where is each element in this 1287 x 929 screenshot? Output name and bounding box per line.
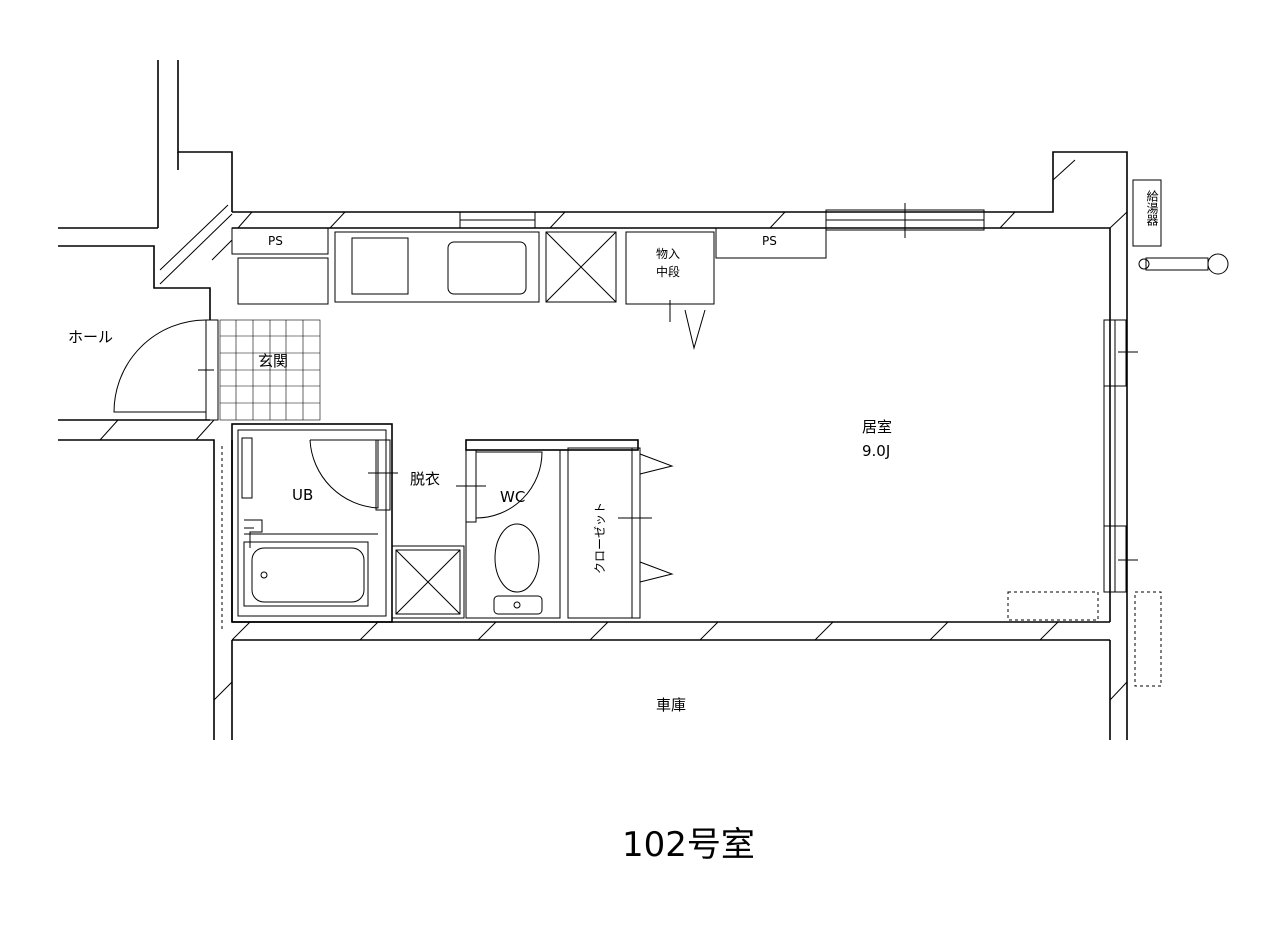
storage-top-label: 物入 [656,247,680,261]
ps-left-label: PS [268,234,283,248]
water-heater-label: 給湯器 [1145,190,1159,227]
living-name-label: 居室 [862,418,892,436]
closet-label: クローゼット [593,502,607,574]
ps-right-label: PS [762,234,777,248]
toilet-room [456,439,639,619]
water-heater [1132,179,1229,275]
hall-label: ホール [68,328,113,346]
kitchen-row [231,227,827,350]
toilet-label: WC [500,488,525,506]
entrance-area [113,319,321,421]
exterior-walls [58,60,1128,740]
bath-label: UB [292,486,313,504]
unit-title: 102号室 [622,825,755,865]
dressing-label: 脱衣 [410,470,440,488]
bath-unit [221,423,398,632]
right-windows [1103,319,1138,593]
living-size-label: 9.0J [862,442,890,460]
washer-space [391,545,465,619]
closet-block [567,447,674,619]
outdoor-dashed-unit [1134,591,1162,687]
top-windows [459,203,985,238]
entrance-label: 玄関 [258,352,288,370]
living-dashed-unit [1007,591,1099,621]
storage-bottom-label: 中段 [656,264,680,279]
garage-label: 車庫 [656,696,686,714]
